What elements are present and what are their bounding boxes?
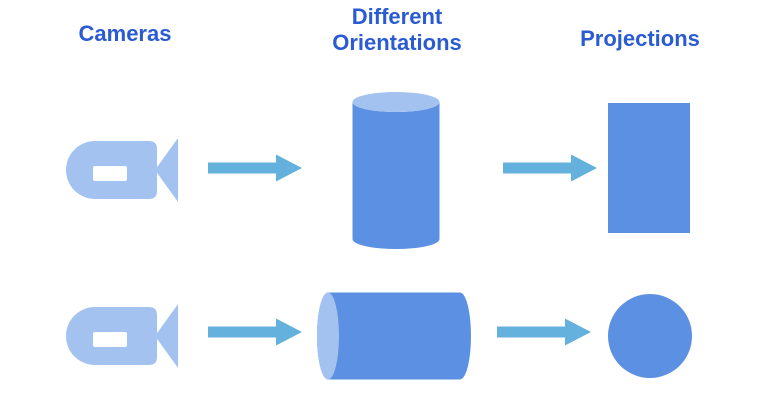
- cylinder-horizontal-cap: [317, 292, 339, 380]
- video-camera-icon: [66, 304, 178, 368]
- cylinder-horizontal-shape: [317, 292, 471, 380]
- right-arrow-shape: [208, 318, 302, 346]
- cylinder-vertical-cap: [352, 92, 440, 112]
- video-camera-icon: [66, 138, 178, 202]
- cylinder-vertical-body: [352, 102, 440, 249]
- header-cameras: Cameras: [78, 21, 172, 46]
- right-arrow-icon: [208, 154, 302, 182]
- header-different-orientations: Different Orientations: [332, 4, 462, 55]
- camera-slot: [93, 166, 127, 181]
- right-arrow-shape: [503, 154, 597, 182]
- camera-lens-triangle: [155, 304, 178, 368]
- right-arrow-shape: [208, 154, 302, 182]
- right-arrow-icon: [503, 154, 597, 182]
- cylinder-vertical-shape: [352, 92, 440, 249]
- camera-slot: [93, 332, 127, 347]
- right-arrow-icon: [208, 318, 302, 346]
- cylinder-horizontal-body: [317, 292, 471, 380]
- header-projections: Projections: [580, 26, 700, 51]
- right-arrow-shape: [497, 318, 591, 346]
- projection-rectangle: [608, 103, 690, 233]
- camera-lens-triangle: [155, 138, 178, 202]
- right-arrow-icon: [497, 318, 591, 346]
- projection-circle: [608, 294, 692, 378]
